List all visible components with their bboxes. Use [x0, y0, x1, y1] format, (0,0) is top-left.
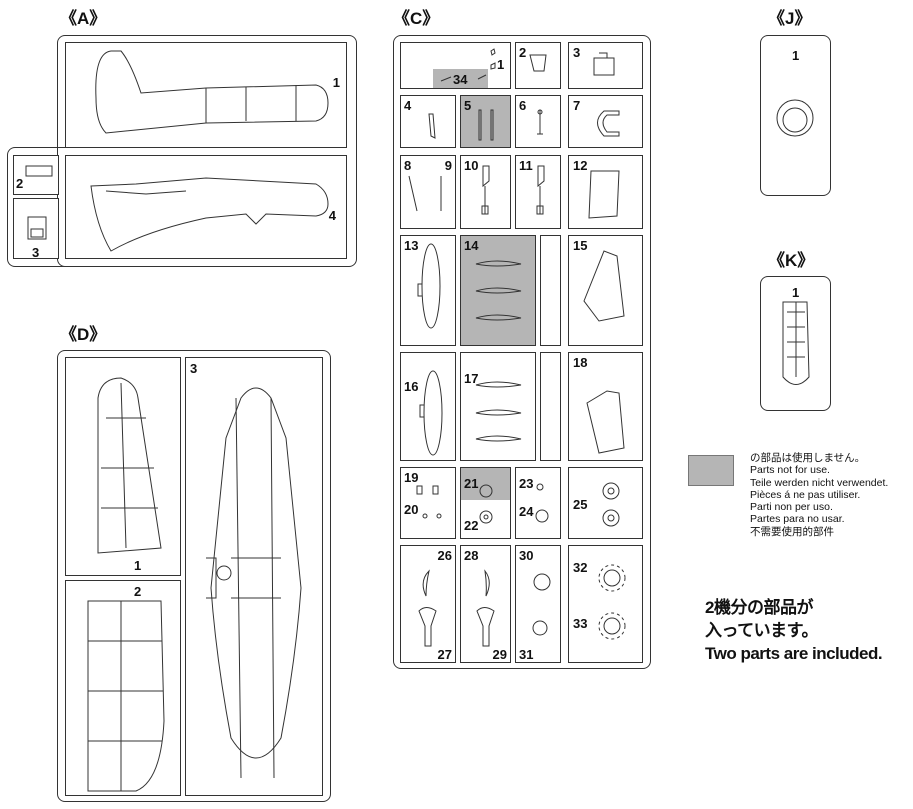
legend-line: 不需要使用的部件: [750, 525, 834, 538]
drop-tank-icon: [419, 370, 443, 456]
part-c25: 25: [568, 467, 643, 539]
part-c18: 18: [568, 352, 643, 461]
gear-door-icon: [418, 569, 437, 647]
not-for-use-shade: [433, 69, 488, 88]
note-line: 入っています。: [705, 621, 818, 640]
part-a1: 1: [65, 42, 347, 148]
small-parts-icon: [416, 485, 442, 519]
fuselage-half-icon: [95, 50, 329, 134]
cockpit-tub-icon: [782, 301, 810, 385]
part-a4: 4: [65, 155, 347, 259]
part-a3: 3: [13, 198, 59, 260]
part-d2: 2: [65, 580, 181, 796]
engine-cylinder-icon: [598, 564, 626, 640]
sprue-c-frame: [393, 35, 651, 669]
part-icon: [537, 109, 543, 135]
propeller-blade-icon: [475, 260, 522, 321]
wing-half-icon: [87, 600, 165, 792]
legend-line: Teile werden nicht verwendet.: [750, 476, 889, 489]
small-parts-icon: [440, 48, 496, 82]
tail-fin-icon: [583, 250, 625, 322]
cowl-part-icon: [532, 573, 551, 636]
sprue-a-label: 《A》: [60, 9, 107, 28]
tail-fin-icon: [586, 390, 625, 454]
part-d1: 1: [65, 357, 181, 576]
legend-line: Partes para no usar.: [750, 513, 845, 526]
part-c15: 15: [568, 235, 643, 346]
part-c6: 6: [515, 95, 561, 148]
part-d3: 3: [185, 357, 323, 796]
part-c10: 10: [460, 155, 511, 229]
rod-icon: [408, 175, 442, 212]
part-c3: 3: [568, 42, 643, 89]
propeller-blade-icon: [475, 381, 522, 442]
part-c11: 11: [515, 155, 561, 229]
sprue-a-extension: [7, 147, 67, 267]
canopy-clear-part-icon: [776, 99, 814, 137]
seat-icon: [27, 216, 47, 240]
wheel-icon: [479, 484, 493, 524]
wheel-icon: [602, 482, 620, 527]
not-for-use-swatch: [688, 455, 734, 486]
part-icon: [597, 110, 620, 137]
drop-tank-icon: [417, 243, 441, 329]
part-c16: 16: [400, 352, 456, 461]
legend-line: Parti non per uso.: [750, 501, 833, 514]
sprue-k-frame: 1: [760, 276, 831, 411]
wing-half-icon: [97, 377, 162, 554]
part-icon: [529, 54, 547, 72]
runner-blank: [540, 352, 561, 461]
part-c5: 5: [460, 95, 511, 148]
sprue-k-label: 《K》: [768, 251, 815, 270]
panel-icon: [25, 165, 53, 177]
legend-line: Parts not for use.: [750, 464, 830, 477]
fuselage-half-icon: [90, 177, 329, 252]
part-c7: 7: [568, 95, 643, 148]
lower-wing-icon: [206, 387, 302, 779]
part-c14: 14: [460, 235, 536, 346]
legend-line: の部品は使用しません。: [750, 452, 866, 464]
sprue-c-label: 《C》: [393, 9, 440, 28]
part-a2: 2: [13, 155, 59, 195]
part-c4: 4: [400, 95, 456, 148]
legend-line: Pièces á ne pas utiliser.: [750, 488, 861, 501]
part-c12: 12: [568, 155, 643, 229]
wheel-icon: [535, 483, 549, 523]
floor-panel-icon: [588, 170, 620, 219]
gear-door-icon: [476, 569, 495, 647]
note-line: Two parts are included.: [705, 644, 883, 663]
part-icon: [593, 52, 615, 76]
landing-gear-icon: [481, 165, 490, 215]
two-parts-note: 2機分の部品が 入っています。 Two parts are included.: [705, 596, 883, 665]
part-c2: 2: [515, 42, 561, 89]
part-c13: 13: [400, 235, 456, 346]
not-for-use-shade: [461, 468, 510, 500]
runner-blank: [540, 235, 561, 346]
note-line: 2機分の部品が: [705, 598, 813, 617]
sprue-j-label: 《J》: [768, 9, 812, 28]
part-c1-c34: 1 34: [400, 42, 511, 89]
sprue-a-frame: [57, 35, 357, 267]
sprue-d-label: 《D》: [60, 325, 107, 344]
legend-text: の部品は使用しません。 Parts not for use. Teile wer…: [750, 452, 888, 538]
part-c17: 17: [460, 352, 536, 461]
part-icon: [428, 113, 436, 139]
rod-icon: [478, 109, 494, 141]
landing-gear-icon: [536, 165, 545, 215]
sprue-d-frame: [57, 350, 331, 802]
sprue-j-frame: 1: [760, 35, 831, 196]
